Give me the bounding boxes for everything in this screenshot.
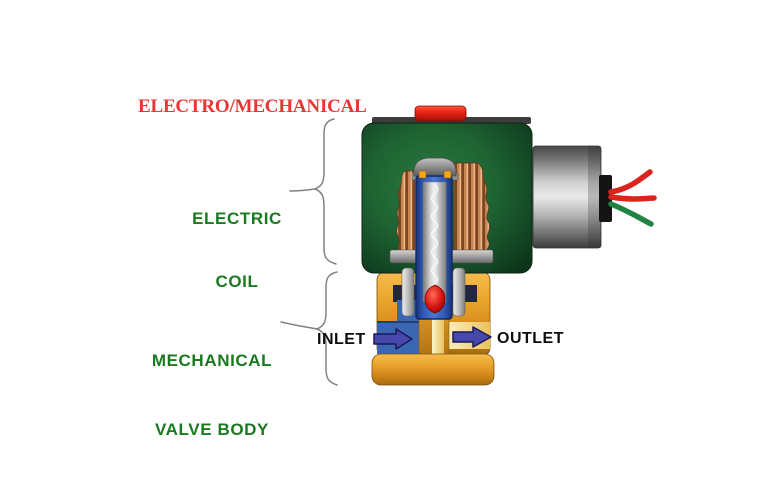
coil-terminal-right	[443, 170, 452, 179]
valve-body-base	[371, 353, 495, 386]
override-cap	[414, 105, 467, 122]
outlet-label: OUTLET	[497, 330, 564, 347]
conduit-end-cap	[599, 175, 612, 222]
guide-left	[401, 267, 415, 317]
electric-coil-label-line1: ELECTRIC	[192, 209, 282, 228]
callout-braces	[280, 118, 338, 386]
flow-arrows	[373, 326, 492, 350]
electric-coil-label: ELECTRIC COIL	[158, 166, 316, 334]
seat-orifice	[432, 313, 444, 354]
spring-coil	[430, 184, 439, 294]
electric-coil-label-line2: COIL	[215, 272, 259, 291]
inlet-label: INLET	[317, 331, 366, 348]
conduit-seam	[588, 146, 601, 248]
winding-right	[453, 162, 491, 258]
outlet-arrow	[452, 326, 492, 348]
lead-wires	[608, 169, 657, 227]
inlet-passage-edge	[377, 321, 427, 323]
guide-right	[452, 267, 466, 317]
coil-windings	[389, 162, 494, 264]
red-wire-upper	[608, 169, 653, 195]
mechanical-valve-body-label: MECHANICAL VALVE BODY	[118, 303, 306, 487]
brace-coil-connector	[289, 188, 316, 192]
inlet-arrow	[373, 328, 413, 350]
mechanical-valve-body-label-line2: VALVE BODY	[155, 420, 269, 439]
red-wire-lower	[608, 194, 657, 202]
green-wire	[608, 201, 654, 227]
electro-mechanical-label: ELECTRO/MECHANICAL	[138, 96, 367, 117]
brace-valve-body	[315, 271, 338, 386]
brace-electric-coil	[313, 118, 337, 265]
seat-seal	[424, 284, 446, 314]
mechanical-valve-body-label-line1: MECHANICAL	[151, 351, 273, 370]
brace-body-connector	[280, 321, 318, 330]
winding-flange-right	[450, 249, 494, 264]
coil-terminal-left	[418, 170, 427, 179]
winding-left	[396, 170, 422, 258]
plunger-assembly	[401, 157, 466, 320]
conduit-hub	[532, 145, 612, 249]
